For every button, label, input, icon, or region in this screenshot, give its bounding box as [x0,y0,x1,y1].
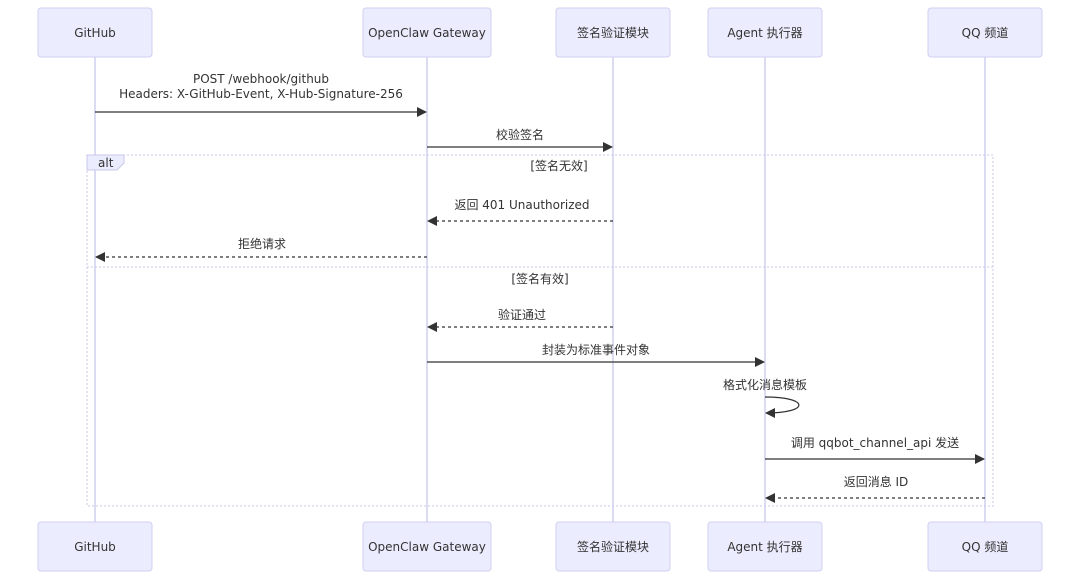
actor-label: GitHub [74,540,116,554]
message-label: 调用 qqbot_channel_api 发送 [791,435,959,450]
message-verify-signature: 校验签名 [427,127,613,152]
message-label: Headers: X-GitHub-Event, X-Hub-Signature… [119,87,403,101]
actor-label: GitHub [74,26,116,40]
message-label: 拒绝请求 [238,236,286,251]
actor-top-github: GitHub [37,7,153,58]
message-label: 格式化消息模板 [723,377,807,392]
alt-frame: alt [签名无效] [签名有效] [86,154,994,507]
actor-label: Agent 执行器 [727,540,802,554]
message-wrap-event: 封装为标准事件对象 [427,343,765,367]
message-label: 验证通过 [498,307,546,322]
actor-label: 签名验证模块 [577,25,649,40]
message-return-401: 返回 401 Unauthorized [427,198,613,226]
actor-top-agent: Agent 执行器 [707,7,823,58]
message-label: 返回消息 ID [844,474,909,489]
actor-bottom-qq: QQ 频道 [927,521,1043,572]
actor-label: OpenClaw Gateway [368,26,486,40]
message-label: 封装为标准事件对象 [542,343,650,357]
message-label: 校验签名 [496,127,544,142]
message-label: 返回 401 Unauthorized [454,198,589,212]
actor-label: OpenClaw Gateway [368,540,486,554]
actor-label: Agent 执行器 [727,26,802,40]
message-return-message-id: 返回消息 ID [765,474,985,503]
message-post-webhook: POST /webhook/github Headers: X-GitHub-E… [95,72,427,117]
message-call-qqbot-api: 调用 qqbot_channel_api 发送 [765,435,985,464]
actor-top-verify: 签名验证模块 [555,7,671,58]
alt-keyword: alt [98,156,114,170]
actor-bottom-gateway: OpenClaw Gateway [362,521,492,572]
arrow-self-loop [764,396,800,418]
alt-condition-valid: [签名有效] [511,271,568,286]
actor-label: QQ 频道 [962,26,1009,40]
actor-label: 签名验证模块 [577,539,649,554]
actor-top-gateway: OpenClaw Gateway [362,7,492,58]
message-label: POST /webhook/github [193,72,329,86]
actor-top-qq: QQ 频道 [927,7,1043,58]
actor-bottom-verify: 签名验证模块 [555,521,671,572]
actor-bottom-agent: Agent 执行器 [707,521,823,572]
actor-label: QQ 频道 [962,540,1009,554]
message-reject-request: 拒绝请求 [95,236,427,262]
alt-condition-invalid: [签名无效] [530,158,587,173]
actor-bottom-github: GitHub [37,521,153,572]
message-format-template: 格式化消息模板 [723,377,807,418]
message-verify-passed: 验证通过 [427,307,613,332]
